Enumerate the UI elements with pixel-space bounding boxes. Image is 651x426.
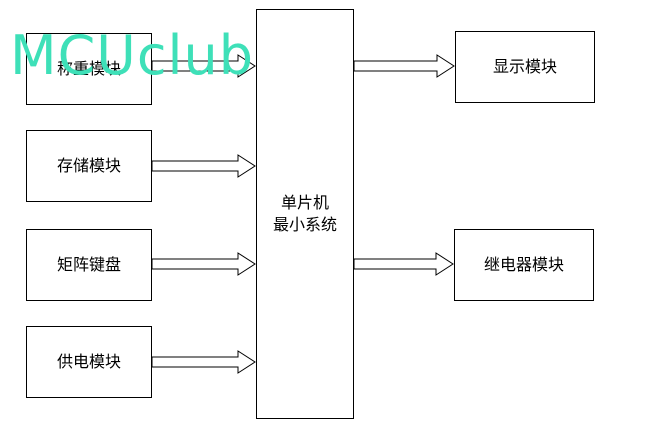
relay-module-box: 继电器模块 bbox=[454, 229, 594, 301]
arrow-power-to-mcu bbox=[151, 350, 256, 374]
mcu-minimum-system-box: 单片机 最小系统 bbox=[256, 9, 354, 419]
weigh-module-box: 称重模块 bbox=[26, 33, 152, 105]
storage-module-box: 存储模块 bbox=[26, 130, 152, 202]
display-module-label: 显示模块 bbox=[492, 57, 557, 76]
matrix-keypad-box: 矩阵键盘 bbox=[26, 229, 152, 301]
arrow-mcu-to-display bbox=[353, 54, 455, 78]
mcu-label-line1: 单片机 bbox=[280, 193, 329, 212]
arrow-storage-to-mcu bbox=[151, 154, 256, 178]
arrow-weigh-to-mcu bbox=[151, 54, 256, 78]
power-module-box: 供电模块 bbox=[26, 326, 152, 398]
power-module-label: 供电模块 bbox=[56, 352, 121, 371]
storage-module-label: 存储模块 bbox=[56, 156, 121, 175]
display-module-box: 显示模块 bbox=[455, 31, 595, 103]
arrow-keypad-to-mcu bbox=[151, 252, 256, 276]
weigh-module-label: 称重模块 bbox=[56, 59, 121, 78]
relay-module-label: 继电器模块 bbox=[483, 255, 564, 274]
mcu-label-line2: 最小系统 bbox=[272, 215, 337, 234]
arrow-mcu-to-relay bbox=[353, 252, 454, 276]
matrix-keypad-label: 矩阵键盘 bbox=[56, 255, 121, 274]
